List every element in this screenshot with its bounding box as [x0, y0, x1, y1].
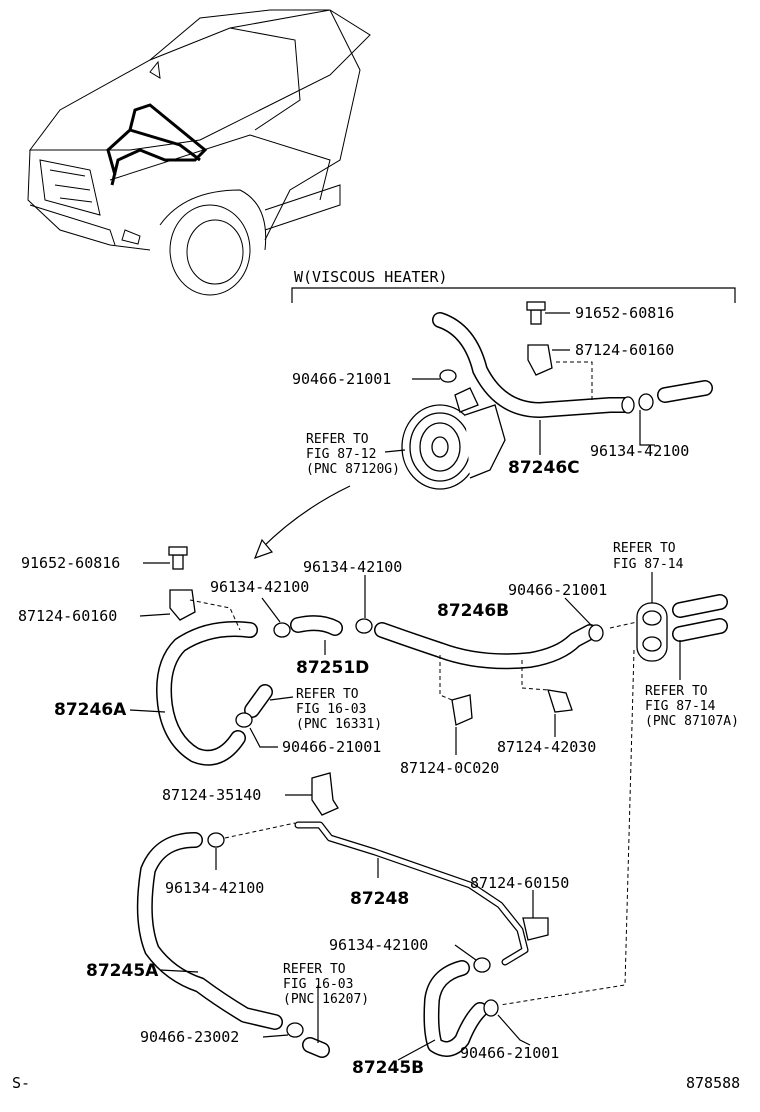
pipe-stub: [302, 1037, 330, 1058]
clip-icon: [355, 618, 373, 634]
reference-line: REFER TO: [645, 684, 708, 699]
part-number-label: 87124-35140: [162, 786, 261, 804]
pointer-arrow: [261, 485, 351, 549]
bolt-head-icon: [168, 546, 188, 556]
clamp-icon: [527, 344, 553, 376]
reference-line: FIG 16-03: [283, 977, 353, 992]
hose-87246B: [374, 622, 598, 670]
reference-line: FIG 87-12: [306, 447, 376, 462]
hose-87245B: [423, 960, 488, 1057]
part-number-label: 96134-42100: [590, 442, 689, 460]
grommet: [636, 602, 668, 662]
reference-line: REFER TO: [613, 541, 676, 556]
part-number-label: 87246A: [54, 700, 127, 720]
bolt-icon: [530, 309, 542, 325]
part-number-label: 90466-23002: [140, 1028, 239, 1046]
footer-left: S-: [12, 1074, 30, 1092]
pipe-87248: [294, 821, 529, 966]
part-number-label: 87124-42030: [497, 738, 596, 756]
part-number-label: 96134-42100: [165, 879, 264, 897]
part-number-label: 87248: [350, 889, 409, 909]
clamp-icon: [169, 589, 196, 621]
hose-87246C: [432, 312, 713, 418]
reference-line: REFER TO: [283, 962, 346, 977]
part-number-label: 87246C: [508, 458, 580, 478]
arrow-head-icon: [253, 538, 274, 560]
reference-line: (PNC 16331): [296, 717, 382, 732]
part-number-label: 91652-60816: [575, 304, 674, 322]
part-number-label: 87124-0C020: [400, 759, 499, 777]
part-number-label: 87124-60160: [18, 607, 117, 625]
viscous-heater-unit: [401, 387, 506, 490]
part-number-label: 96134-42100: [329, 936, 428, 954]
part-number-label: 90466-21001: [292, 370, 391, 388]
clip-icon: [439, 369, 457, 383]
clip-icon: [621, 396, 635, 414]
reference-line: REFER TO: [306, 432, 369, 447]
part-number-label: 90466-21001: [282, 738, 381, 756]
clip-icon: [588, 624, 604, 642]
reference-line: FIG 87-14: [645, 699, 716, 714]
part-number-label: 87245B: [352, 1058, 424, 1078]
bolt-head-icon: [526, 301, 546, 311]
reference-line: FIG 16-03: [296, 702, 366, 717]
footer-right: 878588: [686, 1074, 740, 1092]
part-number-label: 87124-60150: [470, 874, 569, 892]
clip-icon: [483, 999, 499, 1017]
viscous-heater-section-bracket: W(VISCOUS HEATER): [291, 268, 736, 303]
hose-stub: [244, 684, 273, 718]
part-number-label: 96134-42100: [210, 578, 309, 596]
part-number-label: 91652-60816: [21, 554, 120, 572]
part-number-label: 87124-60160: [575, 341, 674, 359]
clamp-icon: [522, 917, 549, 941]
reference-line: (PNC 87107A): [645, 714, 739, 729]
clip-icon: [207, 832, 225, 848]
clip-icon: [473, 957, 491, 973]
part-number-label: 96134-42100: [303, 558, 402, 576]
bolt-icon: [172, 554, 184, 570]
reference-line: REFER TO: [296, 687, 359, 702]
hose-87245A: [136, 832, 283, 1030]
part-number-label: 87246B: [437, 601, 509, 621]
part-number-label: 87245A: [86, 961, 159, 981]
clip-icon: [273, 622, 291, 638]
reference-line: (PNC 87120G): [306, 462, 400, 477]
clip-icon: [235, 712, 253, 728]
hose-87246A: [156, 621, 258, 766]
bracket-87124-35140: [311, 772, 339, 816]
part-number-label: 90466-21001: [460, 1044, 559, 1062]
hose-87251D: [290, 615, 343, 636]
part-number-label: 87251D: [296, 658, 369, 678]
clamp-icon: [547, 689, 573, 713]
vehicle-illustration: [27, 9, 371, 296]
pipe-pair: [672, 594, 728, 642]
clip-icon: [286, 1022, 304, 1038]
section-header: W(VISCOUS HEATER): [294, 268, 448, 286]
clamp-icon: [451, 694, 473, 726]
clip-icon: [638, 393, 654, 411]
part-number-label: 90466-21001: [508, 581, 607, 599]
reference-line: (PNC 16207): [283, 992, 369, 1007]
reference-line: FIG 87-14: [613, 557, 684, 572]
